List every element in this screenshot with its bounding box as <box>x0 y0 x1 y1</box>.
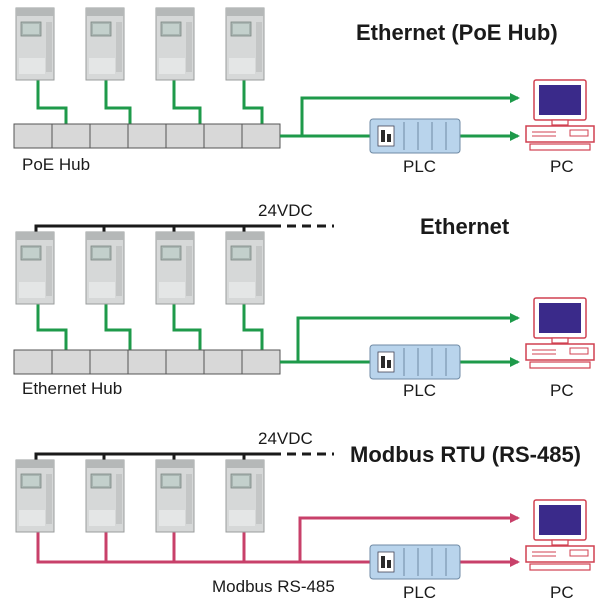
power-label: 24VDC <box>258 429 313 448</box>
arrow-icon <box>280 313 520 364</box>
section-title: Ethernet <box>420 214 510 239</box>
bus-label: Modbus RS-485 <box>212 577 335 596</box>
hub-icon <box>13 123 281 149</box>
pc-icon <box>525 499 595 571</box>
arrow-icon <box>298 513 520 562</box>
drive-unit-icon <box>15 231 55 305</box>
plc-label: PLC <box>403 583 436 602</box>
hub-label: Ethernet Hub <box>22 379 122 398</box>
drive-unit-icon <box>155 231 195 305</box>
hub-icon <box>13 349 281 375</box>
arrow-icon <box>280 93 520 138</box>
hub-label: PoE Hub <box>22 155 90 174</box>
section-modbus: Modbus RTU (RS-485) 24VDC Modbus RS-485 … <box>15 429 595 602</box>
plc-label: PLC <box>403 157 436 176</box>
section-ethernet: Ethernet 24VDC Ethernet Hub PLC PC <box>13 201 595 400</box>
pc-label: PC <box>550 157 574 176</box>
pc-icon <box>525 79 595 151</box>
plc-icon <box>369 118 461 154</box>
plc-icon <box>369 544 461 580</box>
plc-icon <box>369 344 461 380</box>
section-title: Ethernet (PoE Hub) <box>356 20 558 45</box>
section-poe-hub: Ethernet (PoE Hub) PoE Hub PLC PC <box>13 7 595 176</box>
drive-unit-icon <box>225 7 265 81</box>
drive-unit-icon <box>85 231 125 305</box>
plc-label: PLC <box>403 381 436 400</box>
pc-icon <box>525 297 595 369</box>
power-label: 24VDC <box>258 201 313 220</box>
drive-unit-icon <box>225 459 265 533</box>
drive-unit-icon <box>85 459 125 533</box>
drive-unit-icon <box>225 231 265 305</box>
drive-unit-icon <box>15 459 55 533</box>
section-title: Modbus RTU (RS-485) <box>350 442 581 467</box>
drive-unit-icon <box>155 459 195 533</box>
pc-label: PC <box>550 583 574 602</box>
pc-label: PC <box>550 381 574 400</box>
drive-unit-icon <box>155 7 195 81</box>
drive-unit-icon <box>85 7 125 81</box>
drive-unit-icon <box>15 7 55 81</box>
